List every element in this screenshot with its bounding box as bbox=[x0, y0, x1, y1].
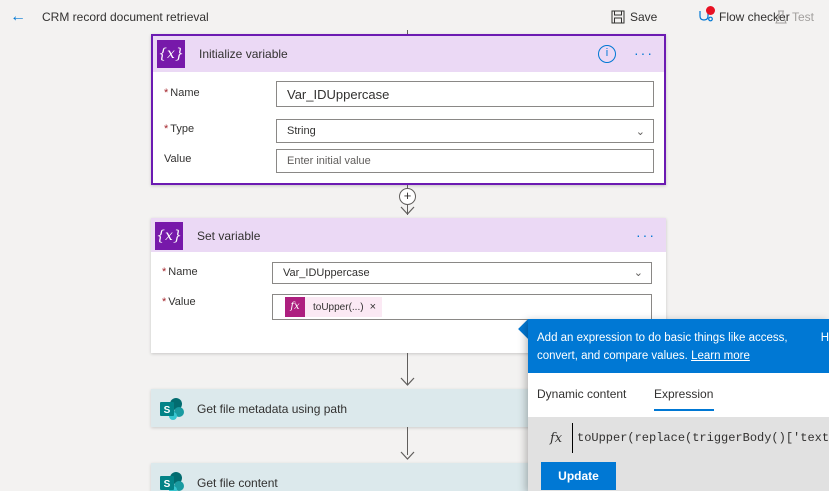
card-title: Initialize variable bbox=[199, 47, 288, 61]
info-icon[interactable]: i bbox=[598, 45, 616, 63]
chevron-down-icon: ⌄ bbox=[635, 126, 645, 138]
connector-line bbox=[407, 427, 408, 455]
value-label: *Value bbox=[162, 296, 196, 308]
set-variable-card[interactable]: {x} Set variable ··· *Name Var_IDUpperca… bbox=[151, 218, 666, 353]
test-label: Test bbox=[792, 10, 815, 24]
action-title: Get file content bbox=[197, 476, 278, 490]
variable-icon: {x} bbox=[155, 222, 183, 250]
save-label: Save bbox=[630, 10, 658, 24]
flow-title: CRM record document retrieval bbox=[42, 10, 209, 24]
svg-text:S: S bbox=[164, 479, 171, 490]
type-row: *Type String ⌄ bbox=[153, 116, 664, 146]
tab-dynamic-content[interactable]: Dynamic content bbox=[537, 387, 627, 401]
save-button[interactable]: Save bbox=[611, 8, 657, 26]
arrow-down-icon bbox=[400, 206, 415, 215]
name-value: Var_IDUppercase bbox=[283, 267, 370, 279]
value-field[interactable]: Enter initial value bbox=[276, 149, 654, 173]
name-dropdown[interactable]: Var_IDUppercase ⌄ bbox=[272, 262, 652, 284]
value-row: *Value fx toUpper(...) × bbox=[151, 292, 666, 322]
flask-icon bbox=[775, 10, 787, 24]
action-title: Get file metadata using path bbox=[197, 402, 348, 416]
card-header[interactable]: {x} Set variable ··· bbox=[151, 218, 666, 252]
token-label: toUpper(...) bbox=[313, 301, 364, 313]
remove-token-icon[interactable]: × bbox=[369, 301, 377, 313]
popup-intro-truncated: H bbox=[820, 332, 829, 344]
value-field[interactable]: fx toUpper(...) × bbox=[272, 294, 652, 320]
value-placeholder: Enter initial value bbox=[287, 155, 371, 167]
get-file-content-card[interactable]: S Get file content bbox=[151, 463, 541, 491]
connector-line bbox=[407, 30, 408, 35]
flow-checker-button[interactable]: Flow checker bbox=[698, 6, 790, 26]
name-label: *Name bbox=[162, 266, 198, 278]
card-header[interactable]: {x} Initialize variable i ··· bbox=[153, 36, 664, 72]
name-row: *Name Var_IDUppercase bbox=[153, 80, 664, 110]
value-label: Value bbox=[164, 153, 192, 165]
expression-token[interactable]: fx toUpper(...) × bbox=[285, 297, 383, 317]
svg-text:S: S bbox=[164, 405, 171, 416]
get-file-metadata-card[interactable]: S Get file metadata using path bbox=[151, 389, 541, 427]
type-value: String bbox=[287, 125, 316, 137]
expression-popup: Add an expression to do basic things lik… bbox=[528, 319, 829, 491]
chevron-down-icon: ⌄ bbox=[633, 267, 643, 279]
learn-more-link[interactable]: Learn more bbox=[691, 350, 750, 362]
expression-box: fx bbox=[528, 417, 829, 491]
value-row: Value Enter initial value bbox=[153, 146, 664, 176]
active-tab-indicator bbox=[654, 409, 714, 411]
expression-input[interactable] bbox=[572, 423, 829, 453]
test-button[interactable]: Test bbox=[775, 8, 814, 26]
sharepoint-icon: S bbox=[160, 398, 184, 420]
notification-dot bbox=[706, 6, 715, 15]
stethoscope-icon bbox=[698, 6, 715, 25]
back-arrow-icon[interactable]: ← bbox=[10, 8, 26, 25]
more-options-icon[interactable]: ··· bbox=[636, 227, 656, 243]
flow-checker-label: Flow checker bbox=[719, 10, 790, 24]
name-label: *Name bbox=[164, 87, 200, 99]
more-options-icon[interactable]: ··· bbox=[634, 45, 654, 61]
update-button[interactable]: Update bbox=[541, 462, 616, 490]
popup-tabs: Dynamic content Expression bbox=[528, 381, 829, 411]
type-label: *Type bbox=[164, 123, 195, 135]
arrow-down-icon bbox=[400, 451, 415, 460]
fx-icon: fx bbox=[285, 297, 305, 317]
popup-intro: Add an expression to do basic things lik… bbox=[537, 332, 788, 344]
name-field[interactable]: Var_IDUppercase bbox=[276, 81, 654, 107]
save-icon bbox=[611, 10, 625, 24]
type-dropdown[interactable]: String ⌄ bbox=[276, 119, 654, 143]
card-title: Set variable bbox=[197, 229, 261, 243]
variable-icon: {x} bbox=[157, 40, 185, 68]
add-step-icon[interactable]: + bbox=[399, 188, 416, 205]
tab-expression[interactable]: Expression bbox=[654, 387, 714, 401]
popup-header: Add an expression to do basic things lik… bbox=[528, 319, 829, 373]
arrow-down-icon bbox=[400, 377, 415, 386]
connector-line bbox=[407, 353, 408, 385]
fx-icon: fx bbox=[550, 431, 563, 446]
top-bar: ← CRM record document retrieval Save Flo… bbox=[0, 0, 829, 34]
name-row: *Name Var_IDUppercase ⌄ bbox=[151, 262, 666, 292]
popup-intro-cont: convert, and compare values. Learn more bbox=[537, 350, 750, 362]
initialize-variable-card[interactable]: {x} Initialize variable i ··· *Name Var_… bbox=[151, 34, 666, 185]
sharepoint-icon: S bbox=[160, 472, 184, 491]
